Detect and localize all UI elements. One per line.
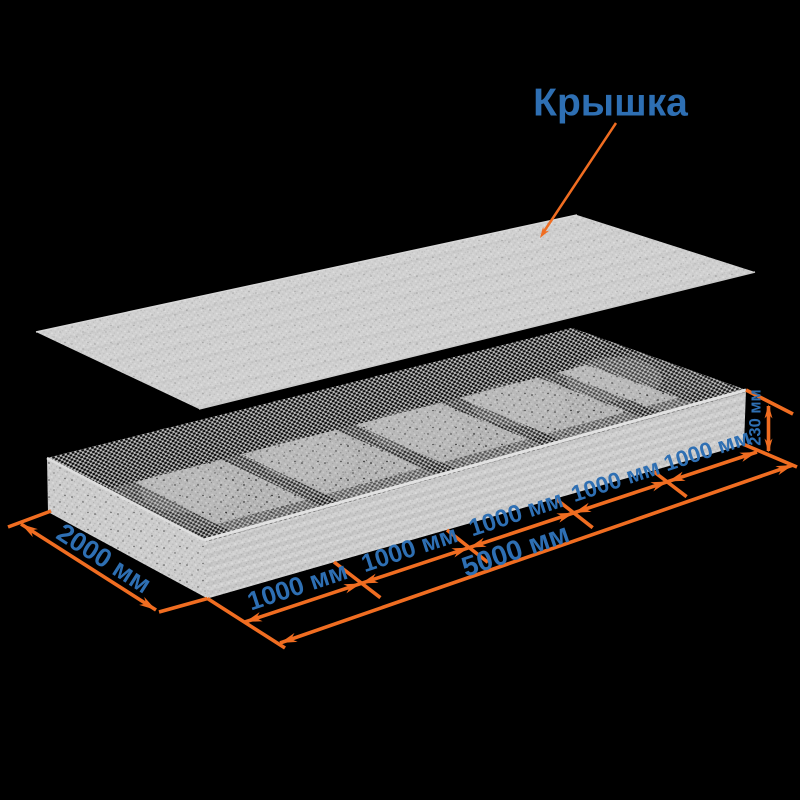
svg-text:Крышка: Крышка (533, 81, 688, 124)
svg-text:230 мм: 230 мм (746, 389, 764, 446)
